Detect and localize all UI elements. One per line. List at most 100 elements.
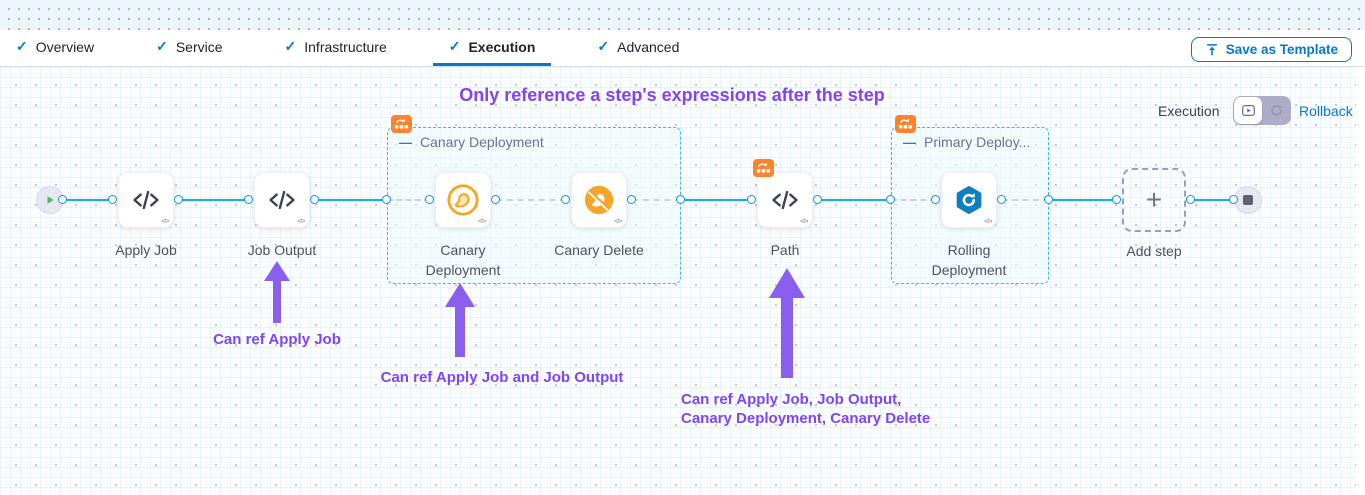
rollback-link[interactable]: Rollback <box>1299 103 1353 119</box>
annotation-arrow-up <box>264 261 290 323</box>
connector-port[interactable] <box>310 195 319 204</box>
annotation-ref-apply-job-output: Can ref Apply Job and Job Output <box>380 369 624 386</box>
step-label: Job Output <box>247 242 317 258</box>
connector-port[interactable] <box>382 195 391 204</box>
tab-label: Service <box>175 38 223 55</box>
connector-port[interactable] <box>491 195 500 204</box>
tab-label: Execution <box>468 38 536 55</box>
pipeline-end-node <box>1234 186 1262 214</box>
check-icon: ✓ <box>156 38 168 54</box>
rollback-toggle-button[interactable] <box>1262 97 1290 124</box>
connector-port[interactable] <box>813 195 822 204</box>
check-icon: ✓ <box>284 38 297 54</box>
save-as-template-label: Save as Template <box>1225 42 1338 57</box>
connector-line <box>1049 199 1117 201</box>
annotation-ref-all: Can ref Apply Job, Job Output, Canary De… <box>681 390 930 428</box>
tab-overview[interactable]: ✓ Overview <box>0 30 110 66</box>
execution-rollback-toggle <box>1233 96 1291 125</box>
check-icon: ✓ <box>448 38 461 54</box>
connector-port[interactable] <box>1186 195 1195 204</box>
connector-port[interactable] <box>561 195 570 204</box>
connector-port[interactable] <box>1112 195 1121 204</box>
connector-port[interactable] <box>886 195 895 204</box>
stage-tabbar: ✓ Overview ✓ Service ✓ Infrastructure ✓ … <box>0 30 1365 67</box>
step-apply-job[interactable]: </> <box>118 172 174 228</box>
step-path[interactable]: </> <box>757 172 813 228</box>
group-title: Primary Deploy... <box>924 134 1031 150</box>
tab-execution[interactable]: ✓ Execution <box>432 30 552 66</box>
code-mini-icon: </> <box>161 218 169 225</box>
group-header: — Primary Deploy... <box>903 134 1030 150</box>
connector-port[interactable] <box>997 195 1006 204</box>
stop-icon <box>1243 195 1253 205</box>
execution-icon <box>1241 105 1255 116</box>
collapse-icon[interactable]: — <box>399 134 412 150</box>
annotation-ref-apply-job: Can ref Apply Job <box>213 331 341 348</box>
connector-line <box>1191 199 1234 201</box>
plus-icon: + <box>1145 184 1163 215</box>
pipeline-canvas[interactable]: Only reference a step's expressions afte… <box>0 67 1365 495</box>
tab-label: Overview <box>35 38 95 55</box>
connector-line <box>63 199 113 201</box>
step-label: Canary Delete <box>554 242 644 258</box>
step-label: Apply Job <box>115 242 177 258</box>
annotation-arrow-up <box>445 283 475 357</box>
looping-strategy-icon[interactable] <box>753 159 774 177</box>
connector-port[interactable] <box>747 195 756 204</box>
connector-port[interactable] <box>425 195 434 204</box>
step-label: Path <box>770 242 800 258</box>
connector-port[interactable] <box>108 195 117 204</box>
connector-port[interactable] <box>627 195 636 204</box>
connector-port[interactable] <box>1044 195 1053 204</box>
check-icon: ✓ <box>597 38 610 54</box>
annotation-line-1: Can ref Apply Job, Job Output, <box>681 391 902 408</box>
connector-port[interactable] <box>931 195 940 204</box>
tab-infrastructure[interactable]: ✓ Infrastructure <box>269 30 403 66</box>
rolling-deployment-icon <box>956 185 982 215</box>
code-icon <box>772 190 798 210</box>
code-mini-icon: </> <box>800 218 808 225</box>
code-mini-icon: </> <box>297 218 305 225</box>
step-label: Rolling Deployment <box>931 242 1007 278</box>
step-canary-deployment[interactable]: </> <box>435 172 491 228</box>
connector-port[interactable] <box>244 195 253 204</box>
step-label: Canary Deployment <box>425 242 501 278</box>
connector-line <box>315 199 387 201</box>
connector-port[interactable] <box>58 195 67 204</box>
play-icon <box>47 196 54 204</box>
save-as-template-button[interactable]: Save as Template <box>1190 37 1352 62</box>
canary-delete-icon <box>584 185 614 215</box>
group-header: — Canary Deployment <box>399 134 544 150</box>
canary-icon <box>447 184 479 216</box>
annotation-banner: Only reference a step's expressions afte… <box>459 85 885 105</box>
tab-service[interactable]: ✓ Service <box>140 30 238 66</box>
tab-label: Advanced <box>617 38 680 55</box>
step-group-canary-deployment[interactable]: — Canary Deployment <box>387 115 681 284</box>
annotation-line-2: Canary Deployment, Canary Delete <box>681 410 931 427</box>
execution-toggle-button[interactable] <box>1234 97 1262 124</box>
connector-port[interactable] <box>174 195 183 204</box>
connector-port[interactable] <box>676 195 685 204</box>
code-mini-icon: </> <box>614 218 622 225</box>
group-title: Canary Deployment <box>420 134 544 150</box>
step-canary-delete[interactable]: </> <box>571 172 627 228</box>
code-icon <box>269 190 295 210</box>
connector-line <box>818 199 891 201</box>
step-job-output[interactable]: </> <box>254 172 310 228</box>
step-rolling-deployment[interactable]: </> <box>941 172 997 228</box>
upload-icon <box>1206 43 1217 55</box>
looping-strategy-icon[interactable] <box>391 115 412 133</box>
connector-line <box>179 199 249 201</box>
connector-port[interactable] <box>1229 195 1238 204</box>
tab-advanced[interactable]: ✓ Advanced <box>581 30 695 66</box>
add-step-label: Add step <box>1126 243 1182 259</box>
code-mini-icon: </> <box>984 218 992 225</box>
vertical-scrollbar-track[interactable] <box>1356 67 1365 495</box>
connector-line <box>681 199 752 201</box>
looping-strategy-icon[interactable] <box>895 115 916 133</box>
collapse-icon[interactable]: — <box>903 134 916 150</box>
add-step-button[interactable]: + <box>1122 168 1186 232</box>
canvas-top-strip <box>0 0 1365 30</box>
code-mini-icon: </> <box>478 218 486 225</box>
